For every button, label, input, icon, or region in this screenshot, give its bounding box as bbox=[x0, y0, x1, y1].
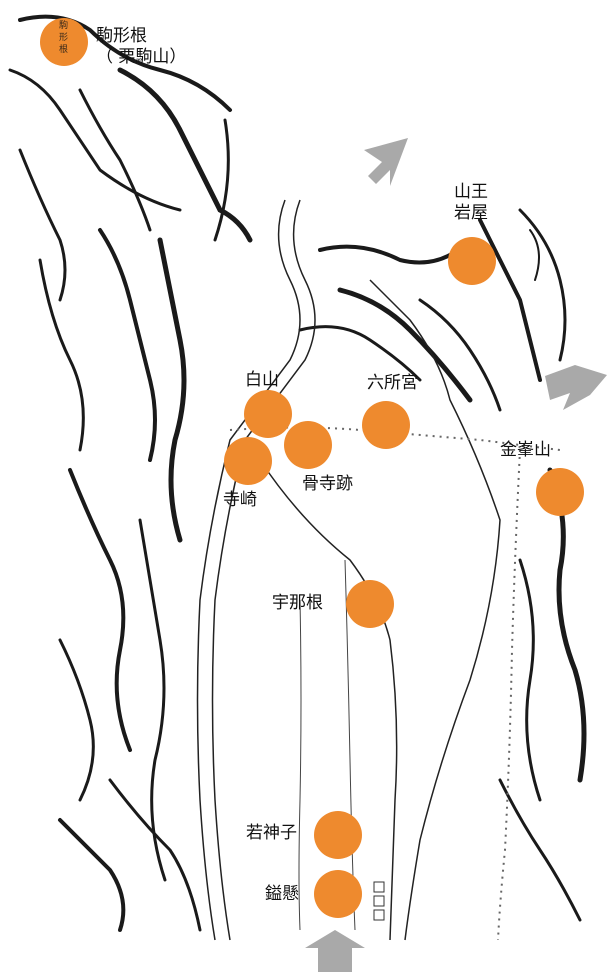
site-markers bbox=[40, 18, 584, 918]
label-sanno-iwaya-line1: 山王 bbox=[454, 182, 488, 202]
label-kinpusan: 金峯山 bbox=[500, 440, 551, 460]
arrow-south bbox=[305, 930, 365, 972]
label-hakusan: 白山 bbox=[245, 370, 279, 390]
label-komagatane: 駒形根 （ 栗駒山） bbox=[96, 26, 186, 68]
arrow-east bbox=[545, 365, 607, 410]
site-marker-kinpusan bbox=[536, 468, 584, 516]
site-marker-kotsuji-ato bbox=[284, 421, 332, 469]
site-marker-terasaki bbox=[224, 437, 272, 485]
rivers bbox=[196, 199, 501, 941]
label-komagatane-line2: （ 栗駒山） bbox=[96, 47, 187, 67]
label-terasaki: 寺崎 bbox=[223, 490, 257, 510]
site-marker-hakusan bbox=[244, 390, 292, 438]
mountain-ridges bbox=[8, 14, 253, 932]
site-marker-sanno-iwaya bbox=[448, 237, 496, 285]
buildings bbox=[373, 881, 385, 921]
site-marker-rokushogu bbox=[362, 401, 410, 449]
label-komagatane-line1: 駒形根 bbox=[96, 26, 147, 46]
label-kotsuji-ato: 骨寺跡 bbox=[302, 474, 353, 494]
label-unane: 宇那根 bbox=[272, 593, 323, 613]
label-sanno-iwaya-line2: 岩屋 bbox=[454, 203, 488, 223]
label-hokake: 鎰懸 bbox=[265, 884, 299, 904]
label-wakamiko: 若神子 bbox=[246, 823, 297, 843]
komagatane-marker-text: 駒形根 bbox=[59, 21, 69, 55]
label-rokushogu: 六所宮 bbox=[367, 373, 418, 393]
site-marker-komagatane bbox=[40, 18, 88, 66]
site-marker-unane bbox=[346, 580, 394, 628]
boundary-lines bbox=[229, 426, 561, 941]
label-sanno-iwaya: 山王 岩屋 bbox=[454, 182, 488, 224]
direction-arrows bbox=[305, 138, 607, 972]
site-marker-hokake bbox=[314, 870, 362, 918]
arrow-north bbox=[364, 138, 408, 186]
site-marker-wakamiko bbox=[314, 811, 362, 859]
